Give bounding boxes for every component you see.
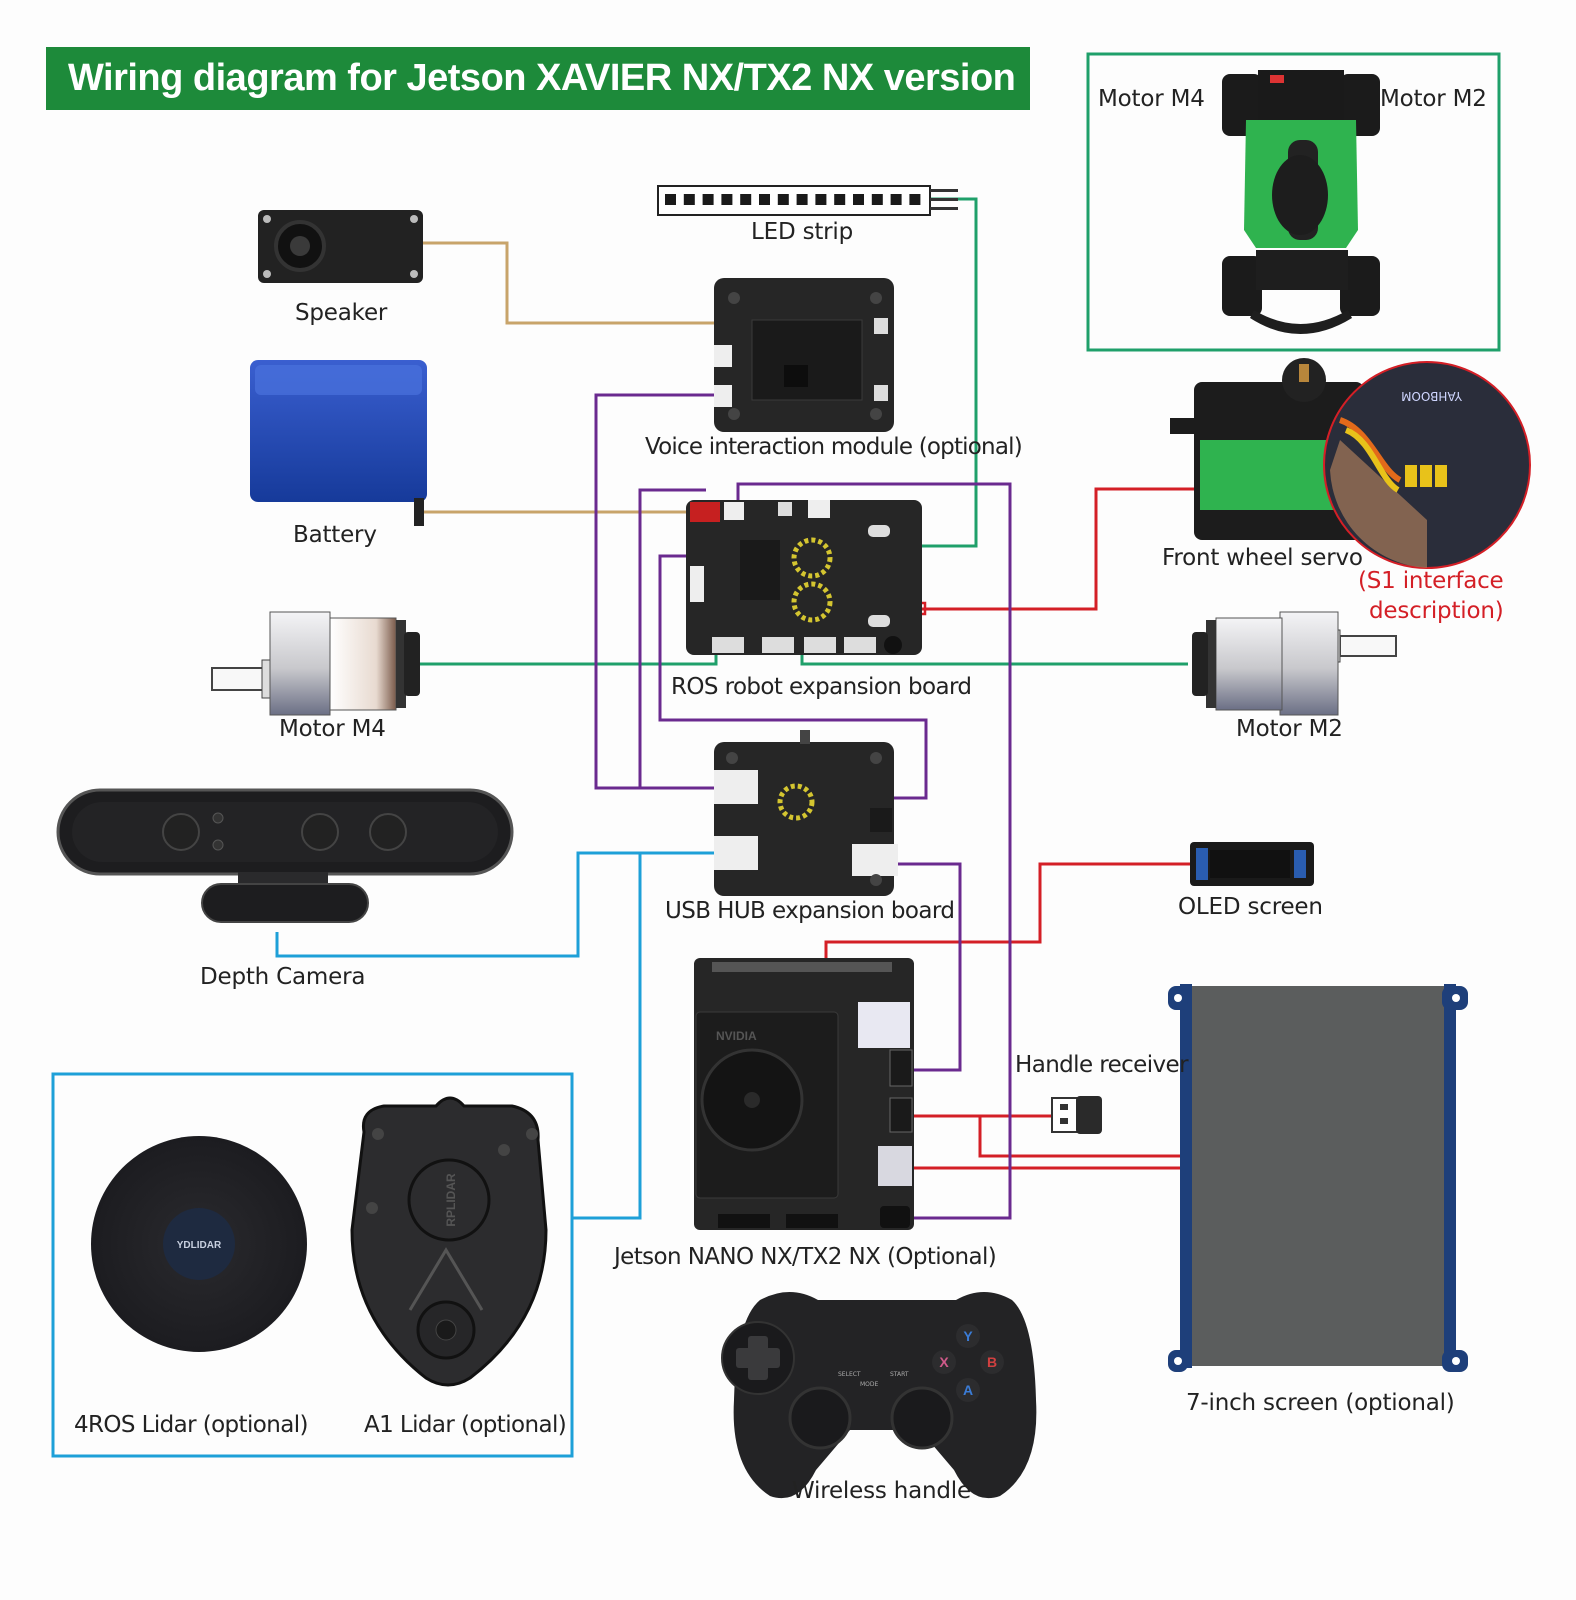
wire-led-ros bbox=[912, 197, 978, 548]
front-wheel-servo-label: Front wheel servo bbox=[1162, 545, 1363, 571]
voice-module-label: Voice interaction module (optional) bbox=[645, 434, 1023, 460]
svg-text:START: START bbox=[890, 1371, 909, 1378]
led-chip bbox=[796, 194, 808, 205]
led-chip bbox=[890, 194, 902, 205]
car-frame bbox=[1086, 52, 1501, 352]
svg-text:A: A bbox=[963, 1382, 973, 1398]
led-chip bbox=[834, 194, 846, 205]
led-chip bbox=[777, 194, 789, 205]
wire-usbhub-jetson bbox=[898, 862, 962, 1072]
handle-receiver bbox=[1051, 1096, 1102, 1134]
car-illustration bbox=[1222, 70, 1380, 334]
lidar-a1-label: A1 Lidar (optional) bbox=[364, 1412, 567, 1438]
wire-m4-ros bbox=[414, 642, 718, 666]
wire-ros-usbhub-2 bbox=[658, 554, 928, 800]
battery-label: Battery bbox=[293, 522, 377, 548]
depth-camera-label: Depth Camera bbox=[200, 964, 366, 990]
wireless-handle-label: Wireless handle bbox=[792, 1478, 971, 1504]
svg-text:NVIDIA: NVIDIA bbox=[716, 1029, 757, 1043]
page-title: Wiring diagram for Jetson XAVIER NX/TX2 … bbox=[46, 47, 1030, 110]
s1-interface-label: (S1 interface description) bbox=[1358, 568, 1504, 624]
speaker-label: Speaker bbox=[295, 300, 388, 326]
wire-ros-jetson bbox=[736, 482, 1012, 1220]
wire-lidar-usbhub bbox=[572, 853, 642, 1220]
jetson-label: Jetson NANO NX/TX2 NX (Optional) bbox=[614, 1244, 997, 1270]
wire-voice-usbhub bbox=[594, 393, 716, 790]
svg-text:RPLIDAR: RPLIDAR bbox=[444, 1173, 458, 1227]
led-chip bbox=[909, 194, 921, 205]
led-chip bbox=[683, 194, 695, 205]
svg-text:X: X bbox=[939, 1354, 949, 1370]
ros-board-label: ROS robot expansion board bbox=[671, 674, 972, 700]
svg-text:MODE: MODE bbox=[860, 1381, 879, 1388]
led-chip bbox=[871, 194, 883, 205]
handle-receiver-label: Handle receiver bbox=[1015, 1052, 1189, 1078]
wire-camera-usbhub bbox=[275, 851, 716, 958]
motor-m2-label: Motor M2 bbox=[1236, 716, 1343, 742]
svg-text:YAHBOOM: YAHBOOM bbox=[1401, 389, 1463, 403]
voice-module bbox=[714, 278, 894, 432]
lidar-a1: RPLIDAR bbox=[350, 1096, 548, 1387]
ros-expansion-board bbox=[686, 500, 922, 655]
led-chip bbox=[853, 194, 864, 205]
wires bbox=[275, 197, 1200, 1220]
led-chip bbox=[665, 194, 676, 205]
lidar-4ros-label: 4ROS Lidar (optional) bbox=[74, 1412, 308, 1438]
led-strip bbox=[657, 185, 958, 216]
motor-m2 bbox=[1192, 611, 1397, 716]
led-chip bbox=[740, 194, 752, 205]
jetson-board: NVIDIA bbox=[694, 958, 914, 1230]
motor-m4 bbox=[211, 611, 420, 716]
car-motor-m2-label: Motor M2 bbox=[1380, 86, 1487, 112]
s1-interface-closeup: YAHBOOM bbox=[1323, 361, 1531, 569]
svg-text:B: B bbox=[987, 1354, 997, 1370]
seven-inch-screen-label: 7-inch screen (optional) bbox=[1186, 1390, 1455, 1416]
svg-text:SELECT: SELECT bbox=[838, 1371, 861, 1378]
usb-hub-label: USB HUB expansion board bbox=[665, 898, 955, 924]
led-chip bbox=[759, 194, 770, 205]
wire-servo-ros bbox=[922, 487, 1200, 611]
lidar-4ros: YDLIDAR bbox=[91, 1136, 307, 1352]
lidar-frame bbox=[51, 1072, 574, 1458]
battery bbox=[250, 360, 427, 526]
svg-text:YDLIDAR: YDLIDAR bbox=[177, 1240, 222, 1251]
svg-text:Y: Y bbox=[963, 1328, 973, 1344]
wire-speaker-voice bbox=[422, 241, 716, 325]
wire-ros-usbhub bbox=[638, 488, 706, 788]
led-chip bbox=[721, 194, 733, 205]
wireless-handle: Y X B A SELECT START MODE bbox=[721, 1292, 1037, 1499]
oled-screen bbox=[1190, 842, 1314, 886]
motor-m4-label: Motor M4 bbox=[279, 716, 386, 742]
seven-inch-screen bbox=[1168, 984, 1468, 1372]
led-chip bbox=[702, 194, 714, 205]
oled-label: OLED screen bbox=[1178, 894, 1323, 920]
led-chip bbox=[815, 194, 827, 205]
usb-hub-board bbox=[714, 730, 898, 896]
led-strip-label: LED strip bbox=[751, 219, 854, 245]
car-motor-m4-label: Motor M4 bbox=[1098, 86, 1205, 112]
speaker bbox=[258, 210, 423, 283]
depth-camera bbox=[56, 788, 514, 923]
wire-oled-jetson bbox=[824, 862, 1192, 966]
